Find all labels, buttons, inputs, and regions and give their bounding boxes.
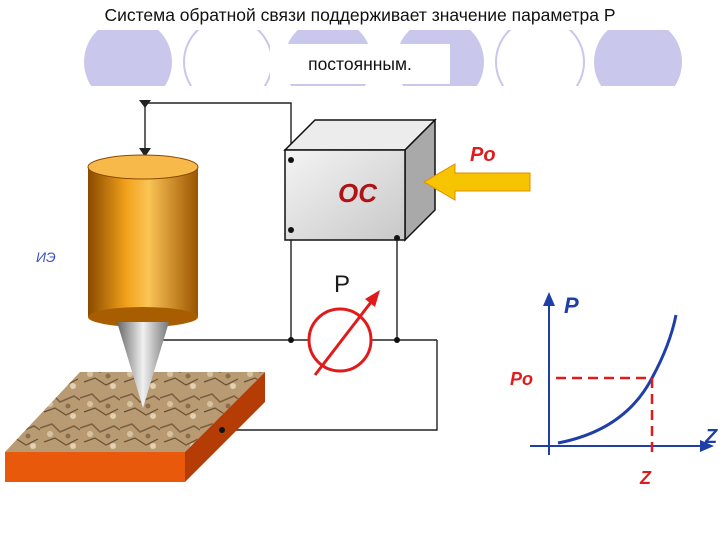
setpoint-arrow: [423, 163, 531, 201]
setpoint-label: Po: [470, 144, 496, 166]
sensor-cylinder: [87, 154, 199, 408]
graph: P Z Po Z: [510, 292, 718, 488]
sample-plate: [5, 372, 265, 482]
slide-title-line2: постоянным.: [308, 54, 412, 74]
wire-arrow-head: [139, 100, 151, 108]
meter-gauge: [307, 290, 380, 376]
response-curve: [557, 314, 678, 445]
controller-label: ОС: [338, 178, 378, 208]
header-circles: [0, 0, 720, 86]
graph-x-label: Z: [704, 426, 718, 448]
sensor-label: ИЭ: [36, 249, 56, 265]
feedback-diagram: ОС Po P ИЭ P Z Po Z: [5, 100, 718, 488]
graph-y-label: P: [564, 293, 579, 318]
x-axis-arrow: [700, 440, 714, 452]
graph-x-marker: Z: [639, 468, 652, 488]
y-axis-arrow: [543, 292, 555, 306]
graph-y-marker: Po: [510, 369, 533, 389]
meter-label: P: [334, 271, 350, 298]
controller-box: [283, 118, 437, 242]
wire-junction-dots: [219, 157, 400, 433]
slide-title-line1: Система обратной связи поддерживает знач…: [104, 5, 616, 25]
